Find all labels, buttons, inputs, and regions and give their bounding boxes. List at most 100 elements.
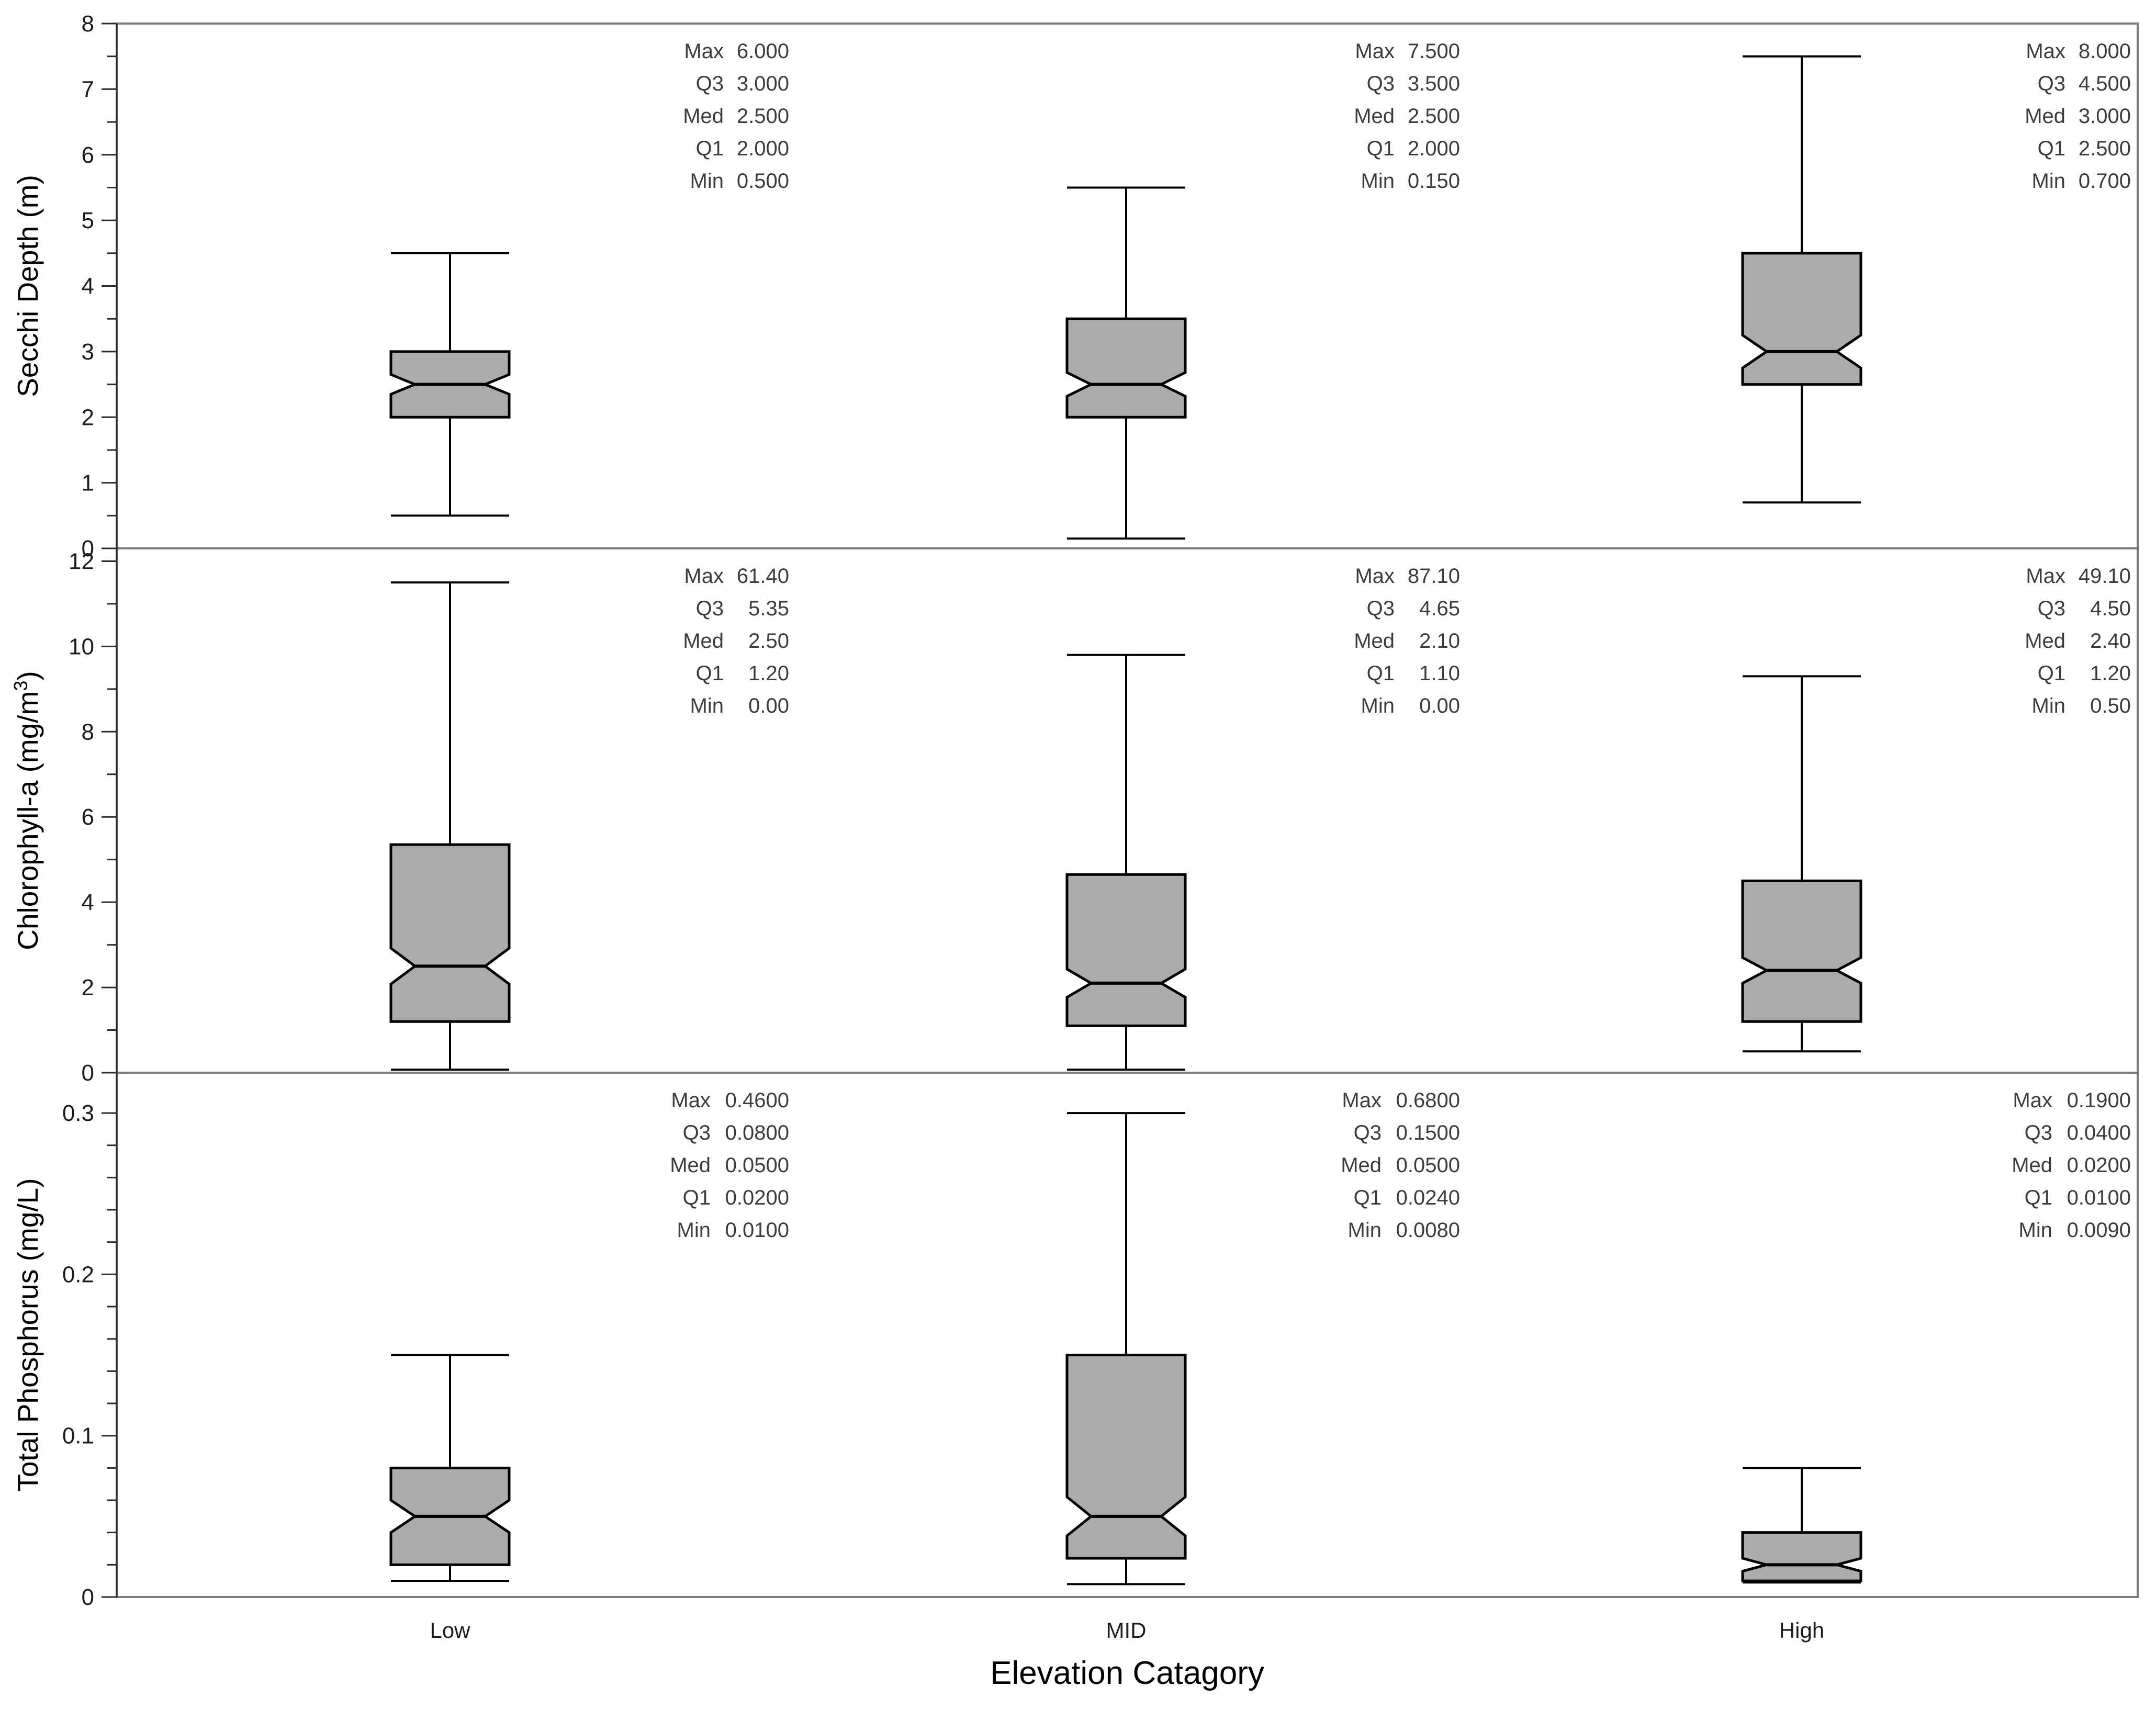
- stat-value-q1: 0.0100: [2067, 1186, 2131, 1209]
- stat-value-q3: 0.0800: [725, 1121, 789, 1144]
- stat-label: Q1: [2038, 137, 2065, 160]
- stat-value-max: 87.10: [1408, 565, 1460, 588]
- y-tick-label: 10: [69, 634, 94, 659]
- box-group-low: [389, 1354, 511, 1582]
- box-group-low: [389, 252, 511, 517]
- stat-value-max: 6.000: [737, 40, 789, 63]
- stat-value-q1: 2.000: [1408, 137, 1460, 160]
- stat-value-q1: 2.500: [2079, 137, 2131, 160]
- stat-label: Q3: [696, 72, 724, 95]
- stat-label: Q3: [2038, 597, 2065, 620]
- y-tick-label: 2: [82, 975, 94, 1000]
- stat-label: Max: [2026, 40, 2065, 63]
- stat-value-q1: 1.10: [1419, 662, 1460, 685]
- stat-value-min: 0.50: [2090, 694, 2131, 717]
- y-axis-title: Chlorophyll-a (mg/m3): [10, 671, 44, 950]
- stat-value-med: 0.0500: [1396, 1154, 1460, 1177]
- box-group-mid: [1065, 186, 1187, 540]
- stat-value-q1: 0.0200: [725, 1186, 789, 1209]
- stat-value-q3: 3.000: [737, 72, 789, 95]
- stat-label: Med: [1341, 1154, 1382, 1177]
- stat-value-q1: 2.000: [737, 137, 789, 160]
- stat-value-max: 0.1900: [2067, 1089, 2131, 1112]
- stat-label: Min: [1348, 1219, 1382, 1242]
- stat-value-q3: 5.35: [748, 597, 789, 620]
- box-group-high: [1741, 55, 1862, 504]
- stat-value-min: 0.0080: [1396, 1219, 1460, 1242]
- stat-value-med: 2.50: [748, 629, 789, 653]
- stat-value-min: 0.0100: [725, 1219, 789, 1242]
- stat-value-max: 0.4600: [725, 1089, 789, 1112]
- stat-label: Min: [2019, 1219, 2052, 1242]
- stat-value-q3: 4.500: [2079, 72, 2131, 95]
- stat-value-min: 0.00: [748, 694, 789, 717]
- stat-label: Med: [670, 1154, 711, 1177]
- stat-label: Q1: [2025, 1186, 2052, 1209]
- stat-value-min: 0.0090: [2067, 1219, 2131, 1242]
- stat-label: Max: [1355, 565, 1395, 588]
- stat-value-min: 0.700: [2079, 170, 2131, 193]
- stat-label: Q1: [696, 662, 724, 685]
- stat-value-q3: 4.50: [2090, 597, 2131, 620]
- y-tick-label: 0: [82, 1584, 94, 1610]
- y-tick-label: 7: [82, 76, 94, 102]
- y-tick-label: 8: [82, 11, 94, 37]
- stat-label: Min: [2032, 694, 2065, 717]
- stat-label: Q1: [683, 1186, 711, 1209]
- notched-box: [1741, 1531, 1862, 1582]
- y-tick-label: 8: [82, 719, 94, 745]
- stat-value-med: 0.0200: [2067, 1154, 2131, 1177]
- stat-value-max: 7.500: [1408, 40, 1460, 63]
- x-tick-label: MID: [1106, 1618, 1147, 1643]
- stat-label: Med: [2012, 1154, 2052, 1177]
- stat-label: Med: [2025, 105, 2065, 128]
- stat-value-q3: 0.0400: [2067, 1121, 2131, 1144]
- stat-value-med: 2.500: [1408, 105, 1460, 128]
- stat-value-min: 0.500: [737, 170, 789, 193]
- stat-label: Min: [690, 694, 724, 717]
- stat-value-max: 49.10: [2079, 565, 2131, 588]
- stat-label: Q1: [1354, 1186, 1382, 1209]
- box-group-mid: [1065, 1112, 1187, 1586]
- stat-value-q1: 1.20: [2090, 662, 2131, 685]
- stat-label: Min: [1361, 170, 1395, 193]
- stat-value-min: 0.00: [1419, 694, 1460, 717]
- stat-label: Med: [683, 105, 724, 128]
- stat-value-min: 0.150: [1408, 170, 1460, 193]
- stat-label: Q3: [1367, 72, 1395, 95]
- y-tick-label: 12: [69, 548, 94, 574]
- y-tick-label: 4: [82, 890, 94, 915]
- y-tick-label: 0.2: [62, 1262, 94, 1287]
- box-group-low: [389, 581, 511, 1071]
- stat-label: Q1: [1367, 137, 1395, 160]
- stat-value-max: 8.000: [2079, 40, 2131, 63]
- stat-label: Q1: [696, 137, 724, 160]
- stat-label: Max: [2013, 1089, 2052, 1112]
- y-axis-title: Total Phosphorus (mg/L): [12, 1178, 44, 1491]
- stat-label: Q3: [2025, 1121, 2052, 1144]
- y-tick-label: 0: [82, 1060, 94, 1086]
- stat-value-med: 0.0500: [725, 1154, 789, 1177]
- stat-value-q3: 4.65: [1419, 597, 1460, 620]
- notched-box: [1065, 317, 1187, 419]
- box-group-high: [1741, 675, 1862, 1053]
- y-tick-label: 1: [82, 470, 94, 496]
- stat-label: Min: [690, 170, 724, 193]
- y-tick-label: 0: [82, 536, 94, 561]
- stat-label: Med: [1354, 105, 1395, 128]
- stat-label: Min: [1361, 694, 1395, 717]
- y-axis-title: Secchi Depth (m): [12, 175, 44, 397]
- y-tick-label: 0.1: [62, 1423, 94, 1449]
- box-group-high: [1741, 1467, 1862, 1584]
- stat-label: Min: [677, 1219, 711, 1242]
- x-axis-title: Elevation Catagory: [990, 1655, 1264, 1691]
- y-tick-label: 6: [82, 804, 94, 830]
